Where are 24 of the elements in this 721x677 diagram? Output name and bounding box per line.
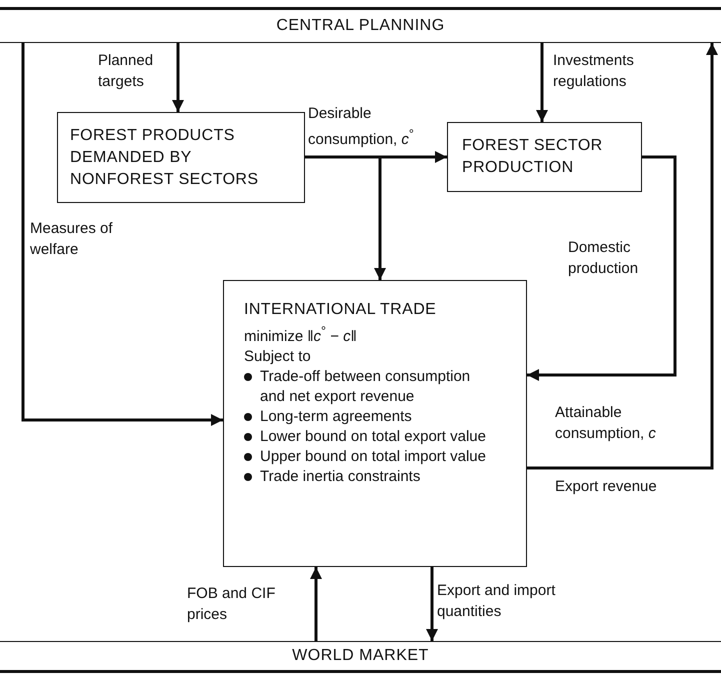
bullet-item: Lower bound on total export value bbox=[260, 427, 486, 447]
box-title: FOREST PRODUCTS DEMANDED BY NONFOREST SECTORS bbox=[70, 126, 260, 190]
band bbox=[0, 641, 721, 673]
process-box bbox=[57, 112, 305, 203]
arrow bbox=[305, 156, 386, 280]
arrow bbox=[527, 156, 676, 381]
flow-label: Export revenue bbox=[555, 477, 657, 497]
bullet-item: Upper bound on total import value bbox=[260, 447, 486, 467]
arrow bbox=[310, 567, 322, 641]
box-title: INTERNATIONAL TRADE bbox=[244, 300, 438, 320]
bullet-item: Trade-off between consumption and net export revenue bbox=[260, 367, 472, 407]
arrow bbox=[527, 43, 718, 470]
box-text: Subject to bbox=[244, 347, 312, 367]
arrow bbox=[22, 43, 223, 426]
arrow bbox=[426, 567, 438, 641]
arrow bbox=[536, 43, 548, 122]
process-box bbox=[223, 280, 527, 567]
bullet-item: Trade inertia constraints bbox=[260, 467, 422, 487]
box-text: minimize ‖c$^{°}$ − c‖ bbox=[244, 323, 358, 347]
band bbox=[0, 7, 721, 43]
bullet-item: Long-term agreements bbox=[260, 407, 413, 427]
box-title: FOREST SECTOR PRODUCTION bbox=[462, 136, 604, 178]
process-box bbox=[447, 122, 642, 192]
arrow bbox=[172, 43, 184, 112]
